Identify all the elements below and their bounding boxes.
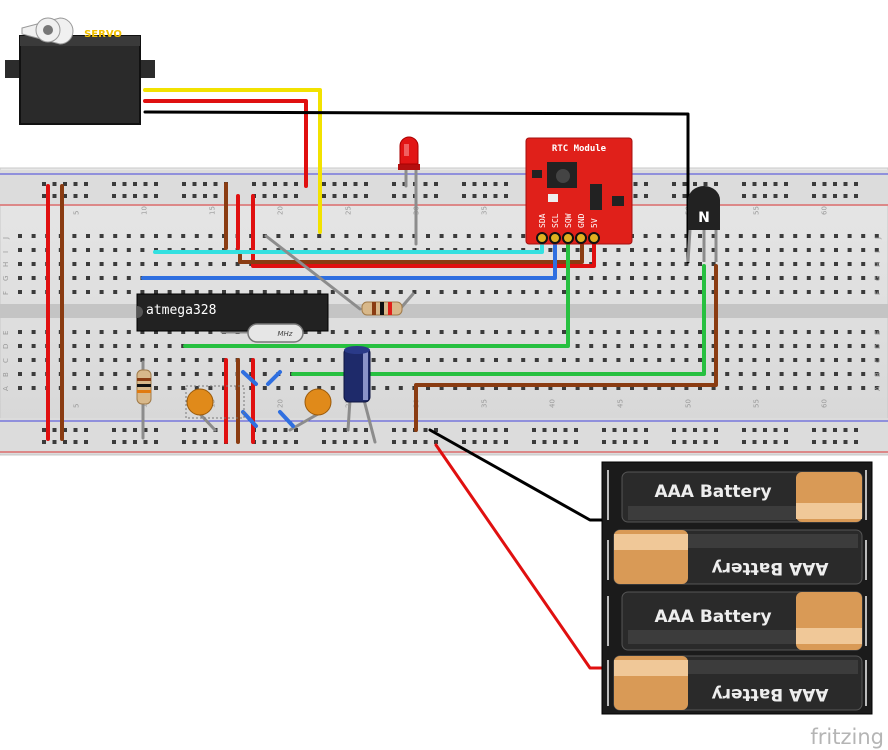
column-number: 10 [140,206,148,215]
row-letter: G [2,276,10,281]
row-letter: C [874,358,882,363]
column-number: 55 [752,206,760,215]
rtc-module: RTC Module SDA SCL SQW GND 5V [525,137,633,245]
column-number: 45 [616,399,624,408]
column-number: 35 [480,399,488,408]
servo-motor: SERVO [5,17,155,125]
column-number: 20 [276,399,284,408]
column-number: 50 [684,399,692,408]
bottom-power-rail [0,418,888,454]
row-letter: J [874,237,882,240]
battery-cell-1: AAA Battery [621,471,863,523]
servo-label: SERVO [84,29,122,40]
battery-cell-2: AAA Battery [613,529,863,585]
breadboard: 5510101515202025253030353540404545505055… [0,167,888,456]
rtc-pin-label: SDA [538,213,547,228]
column-number: 55 [752,399,760,408]
rtc-5v-wire [251,194,596,268]
row-letter: F [874,291,882,295]
sda-wire [153,242,544,254]
npn-transistor: N [686,186,720,263]
transistor-label: N [698,210,710,226]
row-letter: H [874,262,882,267]
column-number: 35 [480,206,488,215]
resistor-led [361,301,403,316]
servo-signal-wire [143,88,322,234]
servo-horn [21,17,74,45]
rtc-pin-label: SQW [564,213,573,228]
rtc-pin [562,232,574,244]
electrolytic-capacitor [343,346,371,403]
ceramic-capacitor-left [185,385,245,419]
scl-wire [141,242,557,280]
row-letter: E [2,331,10,335]
rtc-gnd-wire [238,242,584,264]
rtc-pin-header: SDA SCL SQW GND 5V [536,213,600,244]
battery-cell-1-label: AAA Battery [654,482,771,502]
rtc-pin [536,232,548,244]
battery-cell-2-label: AAA Battery [711,558,828,578]
fritzing-watermark: fritzing [810,725,884,749]
center-channel [0,304,888,318]
row-letter: A [874,386,882,391]
battery-negative-wire [428,428,608,522]
rtc-pin [549,232,561,244]
crystal-label: MHz [278,330,293,338]
battery-cell-3: AAA Battery [621,591,863,651]
column-number: 40 [548,399,556,408]
row-letter: C [2,358,10,363]
row-letter: E [874,331,882,335]
top-power-rail [0,170,888,206]
column-number: 60 [820,206,828,215]
row-letter: I [874,251,882,253]
resistor-reset [136,369,152,405]
row-letter: G [874,276,882,281]
rtc-pin-label: SCL [551,213,560,228]
column-number: 60 [820,399,828,408]
rtc-title: RTC Module [552,144,607,154]
row-letter: H [2,262,10,267]
row-letter: B [874,372,882,377]
column-number: 20 [276,206,284,215]
battery-cell-4-label: AAA Battery [711,684,828,704]
rtc-pin [588,232,600,244]
row-letter: B [2,372,10,377]
column-number: 15 [208,206,216,215]
red-led [398,136,420,170]
wires [46,88,718,670]
rtc-pin-label: 5V [590,218,599,228]
battery-pack: AAA Battery AAA Battery AAA Battery AAA … [601,461,873,715]
column-number: 5 [72,404,80,408]
crystal: MHz [247,323,304,343]
column-number: 25 [344,206,352,215]
row-letter: F [2,291,10,295]
chip-label: atmega328 [146,303,216,318]
rtc-pin [575,232,587,244]
battery-cell-4: AAA Battery [613,655,863,711]
servo-power-wire [143,99,308,188]
column-number: 5 [72,211,80,215]
row-letter: J [2,237,10,240]
transistor-base-wire [291,264,706,376]
ceramic-capacitor-right [304,388,332,416]
row-letter: D [874,344,882,349]
rtc-pin-label: GND [577,213,586,228]
battery-positive-wire [434,443,608,670]
battery-cell-3-label: AAA Battery [654,607,771,627]
row-letter: I [2,251,10,253]
row-letter: A [2,386,10,391]
transistor-emitter-wire [414,264,718,432]
sqw-wire [183,242,570,348]
row-letter: D [2,344,10,349]
row-letters: J J I I H H G G F F E E D D C C B B A A [2,237,882,391]
